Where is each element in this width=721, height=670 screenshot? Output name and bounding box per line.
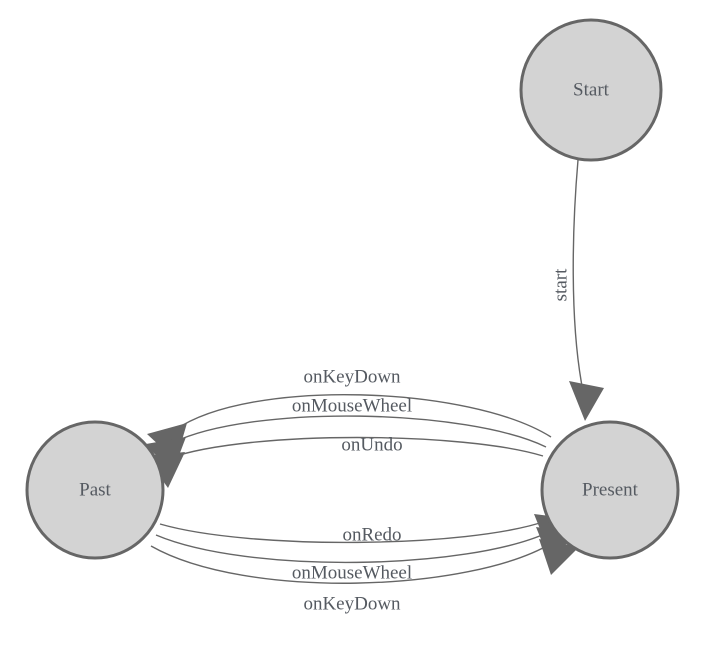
- edge-past-to-present-redo-path: [159, 520, 547, 544]
- node-start-circle: [519, 18, 663, 162]
- edge-start-to-present[interactable]: start: [551, 159, 605, 421]
- node-past-circle: [25, 420, 165, 560]
- edge-present-to-past-keydown-path: [174, 393, 552, 438]
- edge-start-to-present-path: [572, 159, 583, 387]
- edge-label-present-past-mousewheel: onMouseWheel: [292, 396, 412, 417]
- node-present-circle: [540, 420, 680, 560]
- edge-past-to-present-mousewheel-path: [155, 531, 550, 564]
- edge-present-to-past-undo-path: [169, 436, 544, 459]
- node-present-label: Present: [582, 480, 639, 501]
- edge-past-to-present-redo[interactable]: onRedo: [159, 514, 574, 549]
- edge-start-to-present-arrowhead: [569, 381, 604, 421]
- node-past[interactable]: Past: [25, 420, 165, 560]
- edge-past-to-present-keydown[interactable]: onKeyDown: [150, 539, 579, 615]
- edge-label-present-past-undo: onUndo: [341, 435, 402, 456]
- edge-present-to-past-mousewheel-path: [171, 415, 547, 448]
- node-start[interactable]: Start: [519, 18, 663, 162]
- edge-label-present-past-keydown: onKeyDown: [303, 367, 401, 388]
- edge-past-to-present-keydown-path: [150, 542, 553, 584]
- node-start-label: Start: [573, 80, 610, 101]
- edge-label-past-present-redo: onRedo: [342, 525, 401, 546]
- node-past-label: Past: [79, 480, 111, 501]
- edge-label-past-present-mousewheel: onMouseWheel: [292, 563, 412, 584]
- edge-past-to-present-keydown-arrowhead: [539, 539, 579, 575]
- edge-label-past-present-keydown: onKeyDown: [303, 594, 401, 615]
- edge-label-start: start: [551, 268, 572, 301]
- node-present[interactable]: Present: [540, 420, 680, 560]
- edge-present-to-past-undo[interactable]: onUndo: [145, 435, 544, 489]
